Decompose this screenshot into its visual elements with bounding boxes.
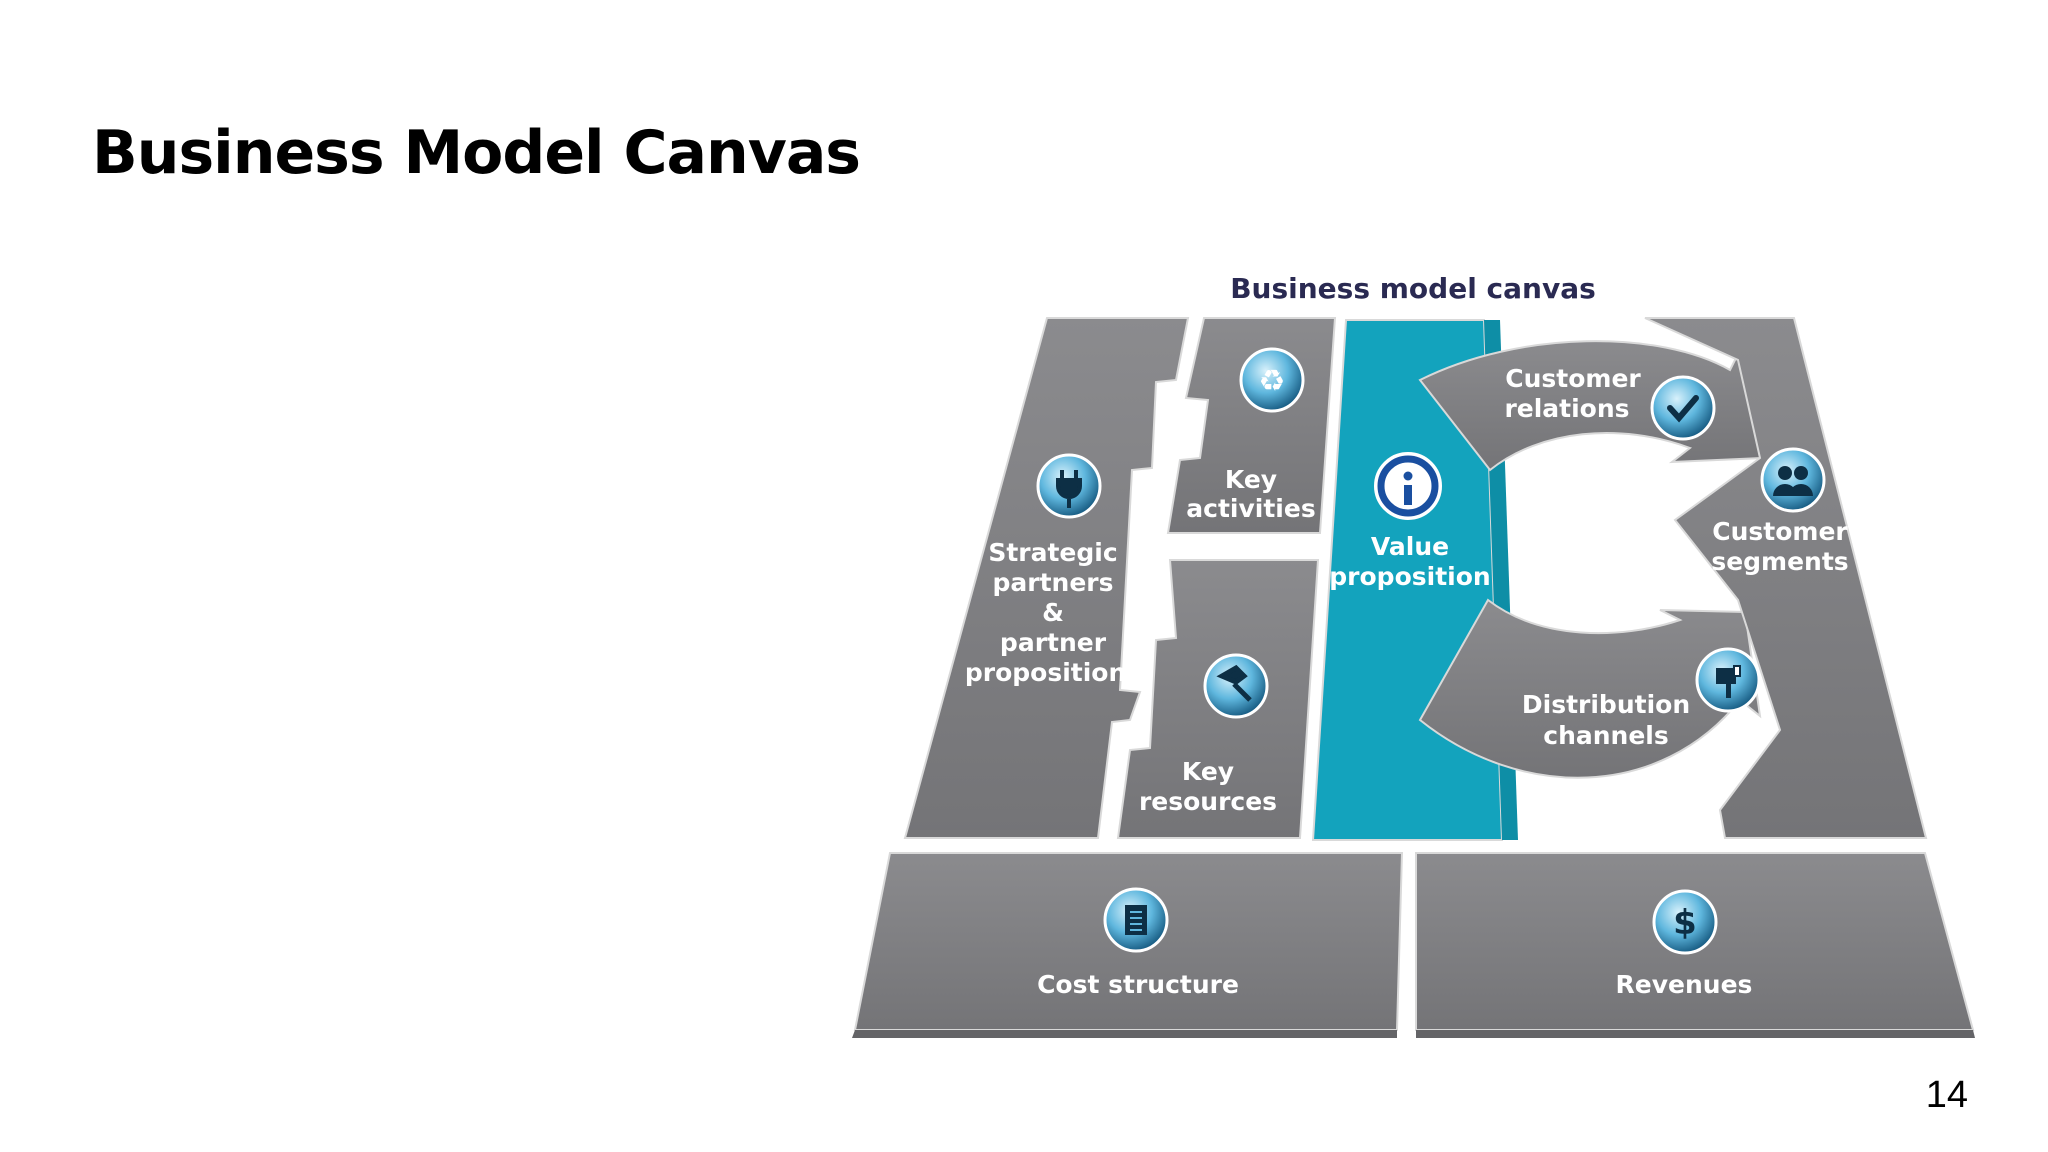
page-number: 14 [1925,1074,1968,1116]
svg-text:$: $ [1673,903,1697,943]
text-line: channels [1543,721,1669,750]
diagram-title: Business model canvas [1230,272,1596,305]
page-title: Business Model Canvas [92,118,861,188]
value-proposition-label: Value proposition [1329,532,1490,591]
mailbox-icon [1695,647,1761,713]
plug-icon [1036,453,1102,519]
text-line: Key [1225,465,1277,494]
text-line: segments [1711,547,1848,576]
dollar-icon: $ [1652,889,1718,955]
distribution-channels-block: Distribution channels [1418,598,1762,779]
key-resources-label: Key resources [1139,757,1277,816]
people-icon [1760,447,1826,513]
cost-structure-block: Cost structure [852,852,1404,1038]
text-line: activities [1186,494,1315,523]
recycle-icon: ♻ [1239,347,1305,413]
customer-relations-label: Customer relations [1504,364,1641,423]
distribution-channels-label: Distribution channels [1522,690,1690,750]
text-line: Key [1182,757,1234,786]
strategic-partners-block: Strategic partners & partner proposition… [903,317,1190,839]
customer-segments-block: Customer segments [1644,317,1928,839]
text-line: Strategic [988,538,1117,567]
text-line: proposition [1329,562,1490,591]
text-line: partners [992,568,1113,597]
key-activities-label: Key activities [1186,465,1315,523]
key-resources-block: Key resources [1116,559,1320,839]
key-activities-block: Key activities ♻ [1166,317,1337,534]
text-line: relations [1504,394,1629,423]
revenues-label: Revenues [1616,970,1753,999]
customer-segments-label: Customer segments [1711,517,1848,576]
document-icon [1103,887,1169,953]
info-icon [1374,452,1442,520]
cost-structure-label: Cost structure [1037,970,1239,999]
text-line: propositions [965,658,1141,687]
strategic-partners-label: Strategic partners & partner proposition… [965,538,1141,687]
text-line: Value [1371,532,1449,561]
text-line: & [1042,598,1064,627]
text-line: Distribution [1522,690,1690,719]
checkmark-icon [1650,375,1716,441]
text-line: Customer [1712,517,1848,546]
hammer-icon [1203,653,1269,719]
text-line: Customer [1505,364,1641,393]
text-line: resources [1139,787,1277,816]
svg-text:♻: ♻ [1259,364,1286,399]
text-line: partner [1000,628,1107,657]
revenues-block: Revenues $ [1415,852,1975,1038]
customer-relations-block: Customer relations [1418,340,1764,472]
